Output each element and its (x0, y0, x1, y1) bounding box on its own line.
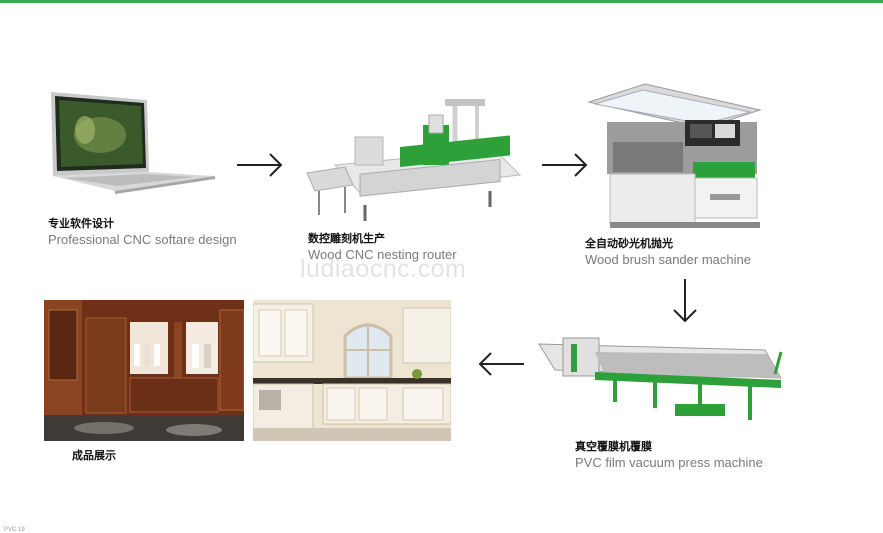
caption-products: 成品展示 (72, 451, 116, 465)
caption-nesting-en: Wood CNC nesting router (308, 247, 457, 262)
caption-nesting: 数控雕刻机生产 Wood CNC nesting router (308, 233, 457, 262)
caption-nesting-zh: 数控雕刻机生产 (308, 233, 385, 245)
top-accent-bar (0, 0, 883, 3)
arrow-right-icon (542, 153, 588, 177)
wardrobe-photo (44, 300, 244, 441)
kitchen-photo (253, 300, 451, 441)
caption-sander-en: Wood brush sander machine (585, 252, 751, 267)
brush-sander-image (585, 82, 765, 230)
caption-design-zh: 专业软件设计 (48, 218, 114, 230)
arrow-down-icon (673, 279, 697, 323)
laptop-image (45, 90, 217, 195)
cnc-router-image (305, 95, 530, 230)
caption-sander-zh: 全自动砂光机抛光 (585, 238, 673, 250)
arrow-right-icon (237, 153, 283, 177)
caption-press-en: PVC film vacuum press machine (575, 455, 763, 470)
caption-sander: 全自动砂光机抛光 Wood brush sander machine (585, 238, 751, 267)
vacuum-press-image (535, 330, 785, 430)
caption-products-zh: 成品展示 (72, 450, 116, 462)
caption-press: 真空覆膜机覆膜 PVC film vacuum press machine (575, 441, 763, 470)
page-footer: PVC 19 (4, 527, 25, 533)
caption-design-en: Professional CNC softare design (48, 232, 237, 247)
caption-design: 专业软件设计 Professional CNC softare design (48, 218, 237, 247)
arrow-left-icon (478, 352, 524, 376)
watermark: ludiaocnc.com (300, 255, 467, 283)
caption-press-zh: 真空覆膜机覆膜 (575, 441, 652, 453)
